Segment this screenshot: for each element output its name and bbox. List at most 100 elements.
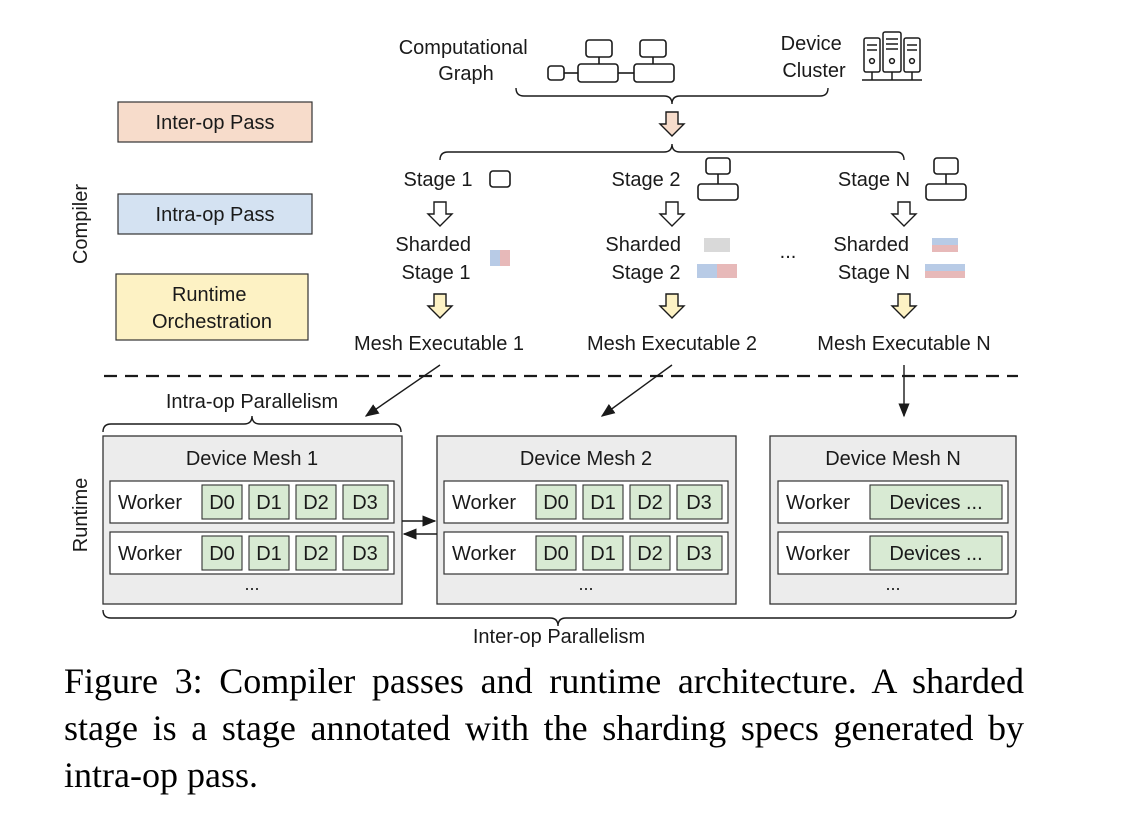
device-cell [582,535,624,571]
sharded-stage-2-label: Sharded Stage 2 [605,234,686,284]
worker-row: Worker D0 D1 D2 D3 [109,480,395,524]
svg-text:D3: D3 [686,543,712,565]
dispatch-arrow-2 [600,364,673,417]
device-cell [629,535,671,571]
sharded-stage-1-label: Sharded Stage 1 [395,234,476,284]
worker-row: Worker D0 D1 D2 D3 [443,480,729,524]
svg-text:Devices ...: Devices ... [889,543,982,565]
device-cell [342,484,389,520]
svg-text:D0: D0 [209,543,235,565]
device-mesh-2-title: Device Mesh 2 [520,448,652,470]
device-cell [629,484,671,520]
svg-text:D1: D1 [590,543,616,565]
device-cell [342,535,389,571]
svg-text:Devices ...: Devices ... [889,492,982,514]
device-cell [869,535,1003,571]
svg-text:D2: D2 [303,492,329,514]
svg-text:Intra-op Pass: Intra-op Pass [156,204,275,226]
more-workers-ellipsis: ... [578,574,593,594]
svg-text:D3: D3 [352,492,378,514]
device-cell [535,484,577,520]
stage-2-column: Stage 2 Sharded Stage 2 Mesh Executable … [587,157,757,355]
compiler-section-label: Compiler [70,184,92,264]
stage-1-column: Stage 1 Sharded Stage 1 Mesh Executable … [354,169,524,355]
device-mesh-1-title: Device Mesh 1 [186,448,318,470]
runtime-section-label: Runtime [70,478,92,552]
stages-ellipsis: ... [780,241,797,263]
device-mesh-n: Device Mesh N Worker Devices ... Worker … [769,435,1017,605]
svg-text:Worker: Worker [786,492,850,514]
svg-text:D3: D3 [352,543,378,565]
stage-2-label: Stage 2 [612,169,681,191]
inter-op-brace [102,609,1017,627]
device-cell [248,484,290,520]
more-workers-ellipsis: ... [244,574,259,594]
server-cluster-icon [862,31,922,81]
worker-row: Worker Devices ... [777,531,1009,575]
sharded-stage-n-label: Sharded Stage N [833,234,914,284]
svg-text:Worker: Worker [118,543,182,565]
device-cell [676,484,723,520]
stage-n-label: Stage N [838,169,910,191]
device-cell [295,484,337,520]
stage-1-label: Stage 1 [404,169,473,191]
svg-text:Worker: Worker [452,492,516,514]
dispatch-arrow-1 [364,364,441,417]
svg-text:D1: D1 [590,492,616,514]
svg-text:D2: D2 [303,543,329,565]
svg-text:D1: D1 [256,492,282,514]
sharding-spec-icon [490,250,510,266]
device-cell [201,535,243,571]
down-arrow-icon [658,293,686,319]
sharding-spec-icon [697,238,737,278]
inter-op-parallelism-label: Inter-op Parallelism [473,626,645,648]
svg-text:D0: D0 [209,492,235,514]
legend-inter-op-pass: Inter-op Pass [117,101,313,143]
device-cell [201,484,243,520]
legend-intra-op-pass: Intra-op Pass [117,193,313,235]
stages-brace [439,143,905,161]
down-arrow-icon [426,201,454,227]
device-cell [535,535,577,571]
worker-row: Worker D0 D1 D2 D3 [109,531,395,575]
down-arrow-icon [890,201,918,227]
cluster-label: Device Cluster [781,33,848,82]
computational-graph-icon [547,39,675,83]
svg-text:D3: D3 [686,492,712,514]
mesh-executable-2-label: Mesh Executable 2 [587,333,757,355]
legend-runtime-orchestration: Runtime Orchestration [115,273,309,341]
stage-n-column: Stage N Sharded Stage N Mesh Executable … [817,157,991,355]
device-mesh-2: Device Mesh 2 Worker D0 D1 D2 D3 Worker … [436,435,737,605]
svg-text:D2: D2 [637,492,663,514]
worker-row: Worker Devices ... [777,480,1009,524]
mesh-executable-n-label: Mesh Executable N [817,333,990,355]
sharding-spec-icon [925,238,965,278]
down-arrow-icon [890,293,918,319]
stage-n-icon [925,157,967,201]
device-mesh-n-title: Device Mesh N [825,448,961,470]
graph-label: Computational Graph [399,37,534,85]
architecture-diagram: Computational Graph Device Cluster Inter… [70,31,1018,648]
intra-op-parallelism-label: Intra-op Parallelism [166,391,338,413]
figure-caption: Figure 3: Compiler passes and runtime ar… [64,661,1024,795]
svg-text:Inter-op Pass: Inter-op Pass [156,112,275,134]
inter-op-pass-arrow [658,111,686,137]
stage-1-icon [489,170,511,188]
svg-text:Worker: Worker [786,543,850,565]
device-cell [295,535,337,571]
more-workers-ellipsis: ... [885,574,900,594]
device-cell [869,484,1003,520]
svg-text:D1: D1 [256,543,282,565]
stage-2-icon [697,157,739,201]
device-cell [582,484,624,520]
device-mesh-1: Device Mesh 1 Worker D0 D1 D2 D3 Worker … [102,435,403,605]
mesh-executable-1-label: Mesh Executable 1 [354,333,524,355]
svg-text:D0: D0 [543,492,569,514]
down-arrow-icon [658,201,686,227]
svg-text:D2: D2 [637,543,663,565]
device-cell [676,535,723,571]
svg-text:D0: D0 [543,543,569,565]
worker-row: Worker D0 D1 D2 D3 [443,531,729,575]
svg-text:Runtime Orchestration: Runtime Orchestration [152,284,272,333]
device-cell [248,535,290,571]
